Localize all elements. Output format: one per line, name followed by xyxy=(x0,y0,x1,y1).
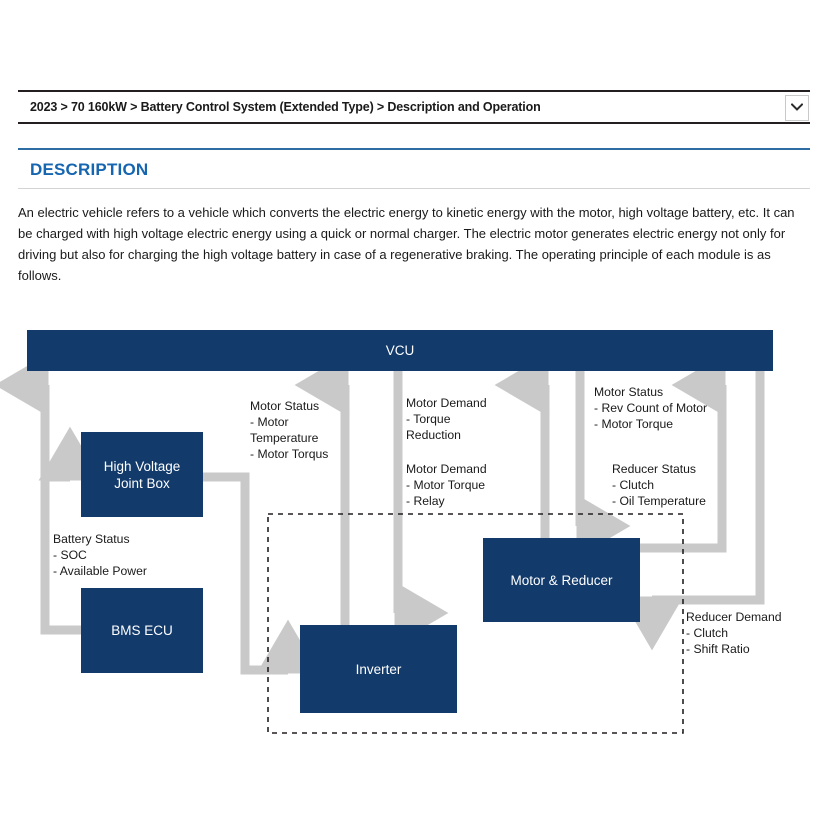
arrow-joint-box-to-inverter xyxy=(203,472,320,675)
section-rule-bottom xyxy=(18,188,810,189)
label-motor-demand-torque-reduction: Motor Demand - Torque Reduction xyxy=(406,396,487,442)
label-motor-demand-relay: Motor Demand - Motor Torque - Relay xyxy=(406,462,487,508)
section-rule-top xyxy=(18,148,810,150)
block-high-voltage-joint-box[interactable]: High Voltage Joint Box xyxy=(81,432,203,517)
block-vcu[interactable]: VCU xyxy=(27,330,773,371)
description-paragraph: An electric vehicle refers to a vehicle … xyxy=(18,205,795,283)
description-section: DESCRIPTION An electric vehicle refers t… xyxy=(18,148,810,299)
block-inverter[interactable]: Inverter xyxy=(300,625,457,713)
label-reducer-status: Reducer Status - Clutch - Oil Temperatur… xyxy=(612,462,706,508)
arrow-bms-to-vcu xyxy=(0,353,81,635)
label-motor-status-right: Motor Status - Rev Count of Motor - Moto… xyxy=(594,385,708,431)
chevron-down-icon xyxy=(786,103,808,111)
page-title: DESCRIPTION xyxy=(30,160,149,179)
label-reducer-demand: Reducer Demand - Clutch - Shift Ratio xyxy=(686,610,782,656)
block-bms-ecu[interactable]: BMS ECU xyxy=(81,588,203,673)
block-motor-and-reducer[interactable]: Motor & Reducer xyxy=(483,538,640,622)
label-battery-status: Battery Status - SOC - Available Power xyxy=(53,532,147,578)
breadcrumb: 2023 > 70 160kW > Battery Control System… xyxy=(30,100,541,114)
label-motor-status-left: Motor Status - Motor Temperature - Motor… xyxy=(250,399,329,461)
breadcrumb-dropdown-button[interactable] xyxy=(785,95,809,121)
breadcrumb-bar: 2023 > 70 160kW > Battery Control System… xyxy=(18,90,810,124)
